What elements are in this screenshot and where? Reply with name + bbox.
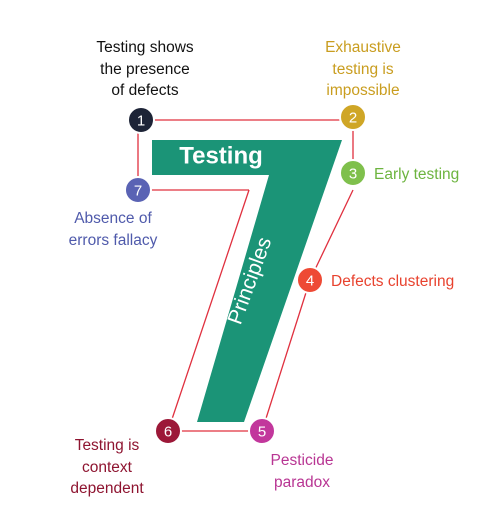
principle-7-label-line: errors fallacy [68, 231, 158, 249]
connector-lines [137, 119, 354, 432]
principle-3-marker: 3 [339, 159, 367, 187]
principle-5-marker: 5 [248, 417, 276, 445]
principle-5-label: Pesticide paradox [271, 450, 334, 493]
principle-5-label-line: Pesticide [270, 452, 334, 469]
principle-2-circle [339, 103, 367, 131]
principle-2-label-line: impossible [326, 82, 400, 99]
principle-1-marker: 1 [127, 106, 155, 134]
testing-word: Testing [179, 143, 263, 170]
principle-3-label-line: Early testing [374, 166, 460, 183]
connector-4-5 [261, 279, 311, 432]
principle-6-label-line: Testing is [74, 437, 140, 454]
principle-2-marker: 2 [339, 103, 367, 131]
principle-6-circle [154, 417, 182, 445]
principle-1-number: 1 [137, 113, 145, 130]
principle-6-label-line: context [82, 458, 132, 476]
seven-shape [152, 140, 342, 422]
principle-5-number: 5 [258, 424, 266, 441]
principle-5-circle [248, 417, 276, 445]
principle-2-label-line: testing is [332, 60, 394, 78]
principle-6-number: 6 [164, 424, 172, 441]
principle-3-number: 3 [349, 166, 357, 183]
principle-7-label: Absence of errors fallacy [69, 208, 158, 251]
principle-7-marker: 7 [124, 176, 152, 204]
principle-5-label-line: paradox [273, 473, 330, 491]
principle-6-label-line: dependent [70, 480, 144, 497]
principle-7-number: 7 [134, 183, 142, 200]
principle-3-circle [339, 159, 367, 187]
principle-1-label: Testing shows the presence of defects [96, 37, 193, 102]
connector-6-7 [167, 189, 250, 432]
principle-7-label-line: Absence of [74, 210, 152, 227]
principle-3-label: Early testing [374, 164, 459, 186]
principle-1-label-line: the presence [100, 60, 190, 78]
principle-4-number: 4 [306, 273, 314, 290]
principle-4-label-line: Defects clustering [331, 273, 455, 290]
principle-4-circle [296, 266, 324, 294]
principle-6-marker: 6 [154, 417, 182, 445]
principle-2-number: 2 [349, 110, 357, 127]
principle-7-circle [124, 176, 152, 204]
principle-6-label: Testing is context dependent [70, 435, 143, 500]
principle-markers: 1 2 3 4 5 6 7 [124, 103, 367, 445]
principle-1-circle [127, 106, 155, 134]
principle-1-label-line: of defects [111, 82, 179, 99]
principle-2-label-line: Exhaustive [325, 39, 401, 56]
principle-1-label-line: Testing shows [96, 39, 194, 56]
principle-2-label: Exhaustive testing is impossible [325, 37, 401, 102]
principle-4-marker: 4 [296, 266, 324, 294]
connector-3-4 [309, 189, 354, 281]
principle-4-label: Defects clustering [331, 271, 454, 293]
